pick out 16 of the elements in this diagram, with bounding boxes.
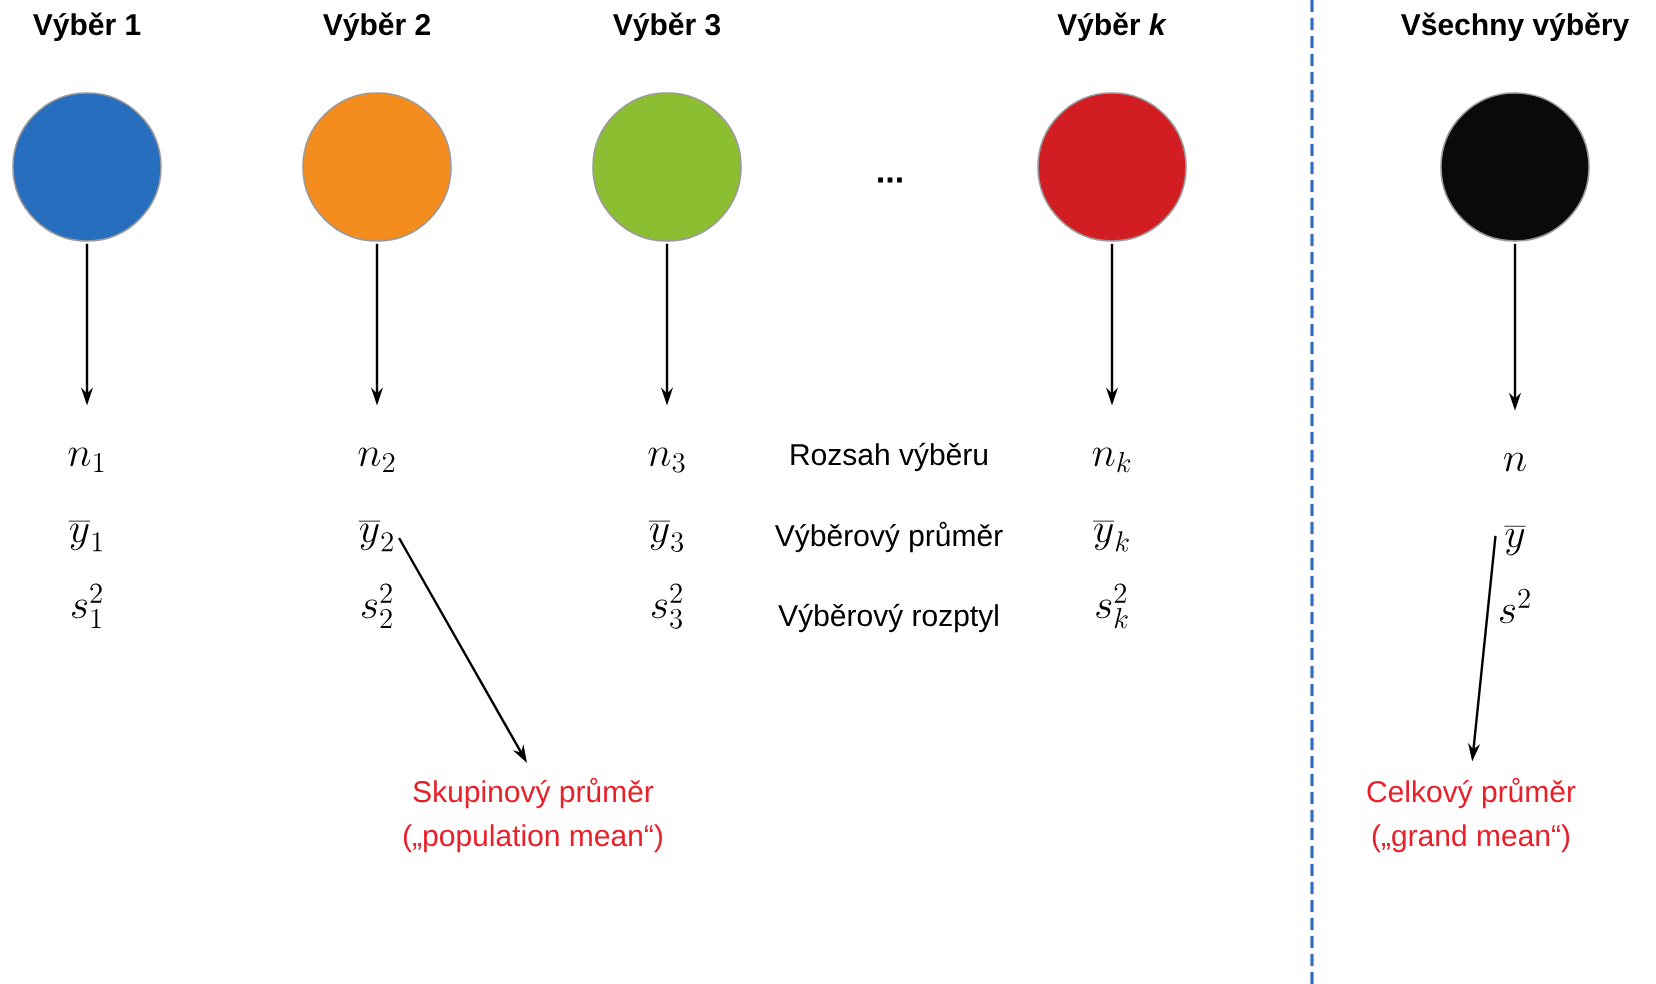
row-label: Výběrový průměr	[774, 521, 1003, 553]
formula-stack: $n_{3}$ $\overline{y}_{3}$ $s_{3}^{2}$	[648, 447, 685, 629]
row-label: Rozsah výběru	[791, 442, 987, 472]
ellipsis: ...	[878, 177, 902, 183]
row-label: Výběrový rozptyl	[778, 603, 998, 633]
node-label: Všechny výběry	[1400, 12, 1630, 42]
node-label: Výběr k	[1057, 12, 1167, 42]
node-label: Výběr 2	[323, 12, 430, 42]
node-label: Výběr 3	[613, 12, 721, 42]
formula-stack: $n_{2}$ $\overline{y}_{2}$ $s_{2}^{2}$	[358, 447, 395, 629]
formula-stack: $n$ $\overline{y}$ $s^{2}$	[1500, 452, 1530, 624]
note-text: Celkový průměr („grand mean“)	[1367, 777, 1576, 853]
formula-stack: $n_{1}$ $\overline{y}_{1}$ $s_{1}^{2}$	[68, 447, 104, 629]
note-text: Skupinový průměr („population mean“)	[403, 777, 662, 853]
formula-stack: $n_{k}$ $\overline{y}_{k}$ $s_{k}^{2}$	[1092, 447, 1131, 629]
node-label: Výběr 1	[33, 12, 141, 42]
